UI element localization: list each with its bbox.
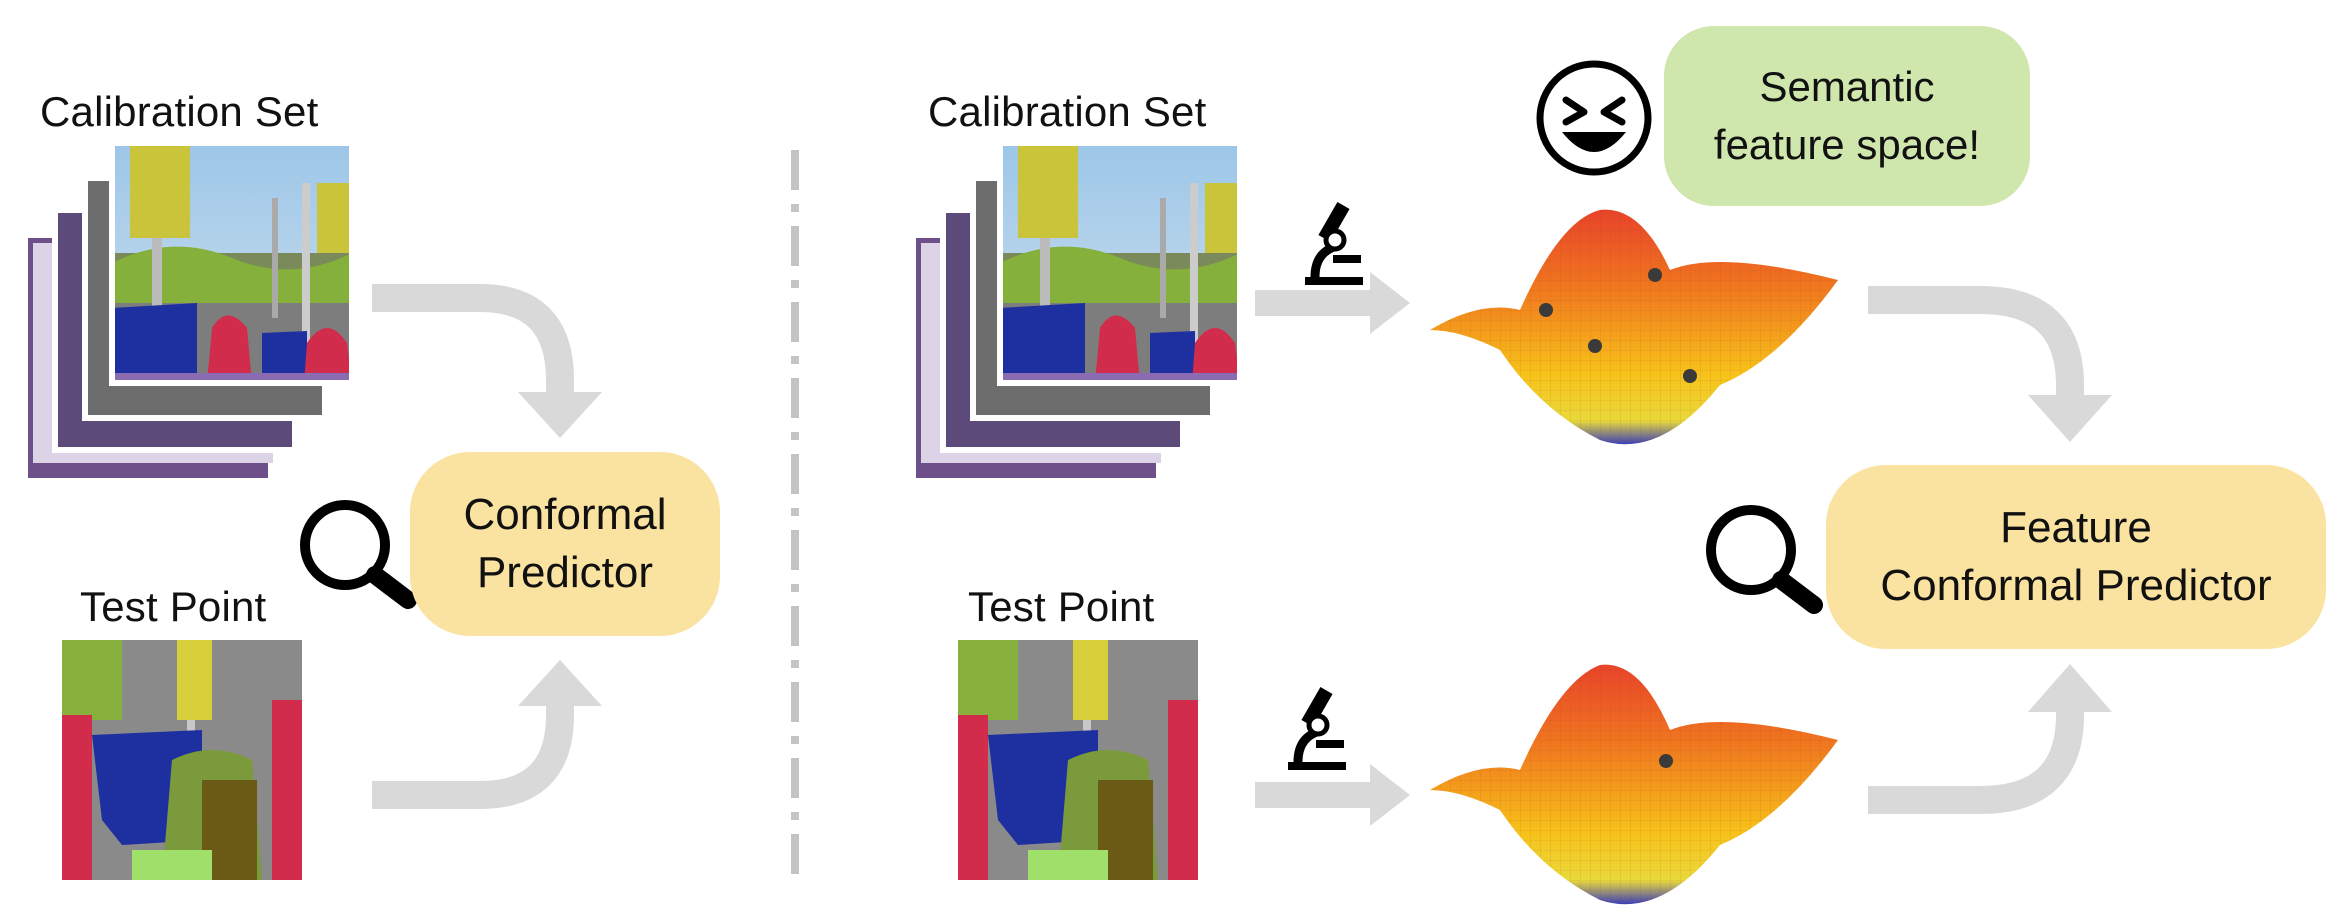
feature-conformal-predictor-box: Feature Conformal Predictor [1826,465,2326,649]
magnifier-icon [1706,505,1823,614]
arrow-feature-to-predictor-calibration [1868,286,2112,442]
bubble-line1: Semantic [1759,63,1935,110]
arrow-feature-to-predictor-test [1868,664,2112,814]
calibration-stack-left [28,140,355,478]
magnifier-icon [300,500,417,609]
laughing-face-icon [1536,60,1652,176]
feature-predictor-line2: Conformal Predictor [1880,561,2272,610]
semantic-feature-space-bubble: Semantic feature space! [1664,26,2030,206]
feature-predictor-line1: Feature [2000,503,2152,552]
calibration-set-label-right: Calibration Set [928,88,1207,135]
predictor-line1: Conformal [463,490,667,539]
arrow-test-to-predictor-left [372,660,602,809]
arrow-calibration-to-feature [1255,272,1410,334]
bubble-line2: feature space! [1713,121,1981,168]
test-point-label-right: Test Point [968,583,1155,630]
test-point-label-left: Test Point [80,583,267,630]
predictor-line2: Predictor [476,548,654,597]
test-image-right [958,640,1198,880]
arrow-calibration-to-predictor-left [372,284,602,438]
microscope-icon [1305,202,1363,285]
feature-surface-test [1430,664,1838,905]
conformal-predictor-box: Conformal Predictor [410,452,720,636]
calibration-stack-right [916,140,1243,478]
test-image-left [62,640,302,880]
calibration-set-label-left: Calibration Set [40,88,319,135]
microscope-icon [1288,687,1346,770]
feature-surface-calibration [1430,209,1838,445]
arrow-test-to-feature [1255,764,1410,826]
